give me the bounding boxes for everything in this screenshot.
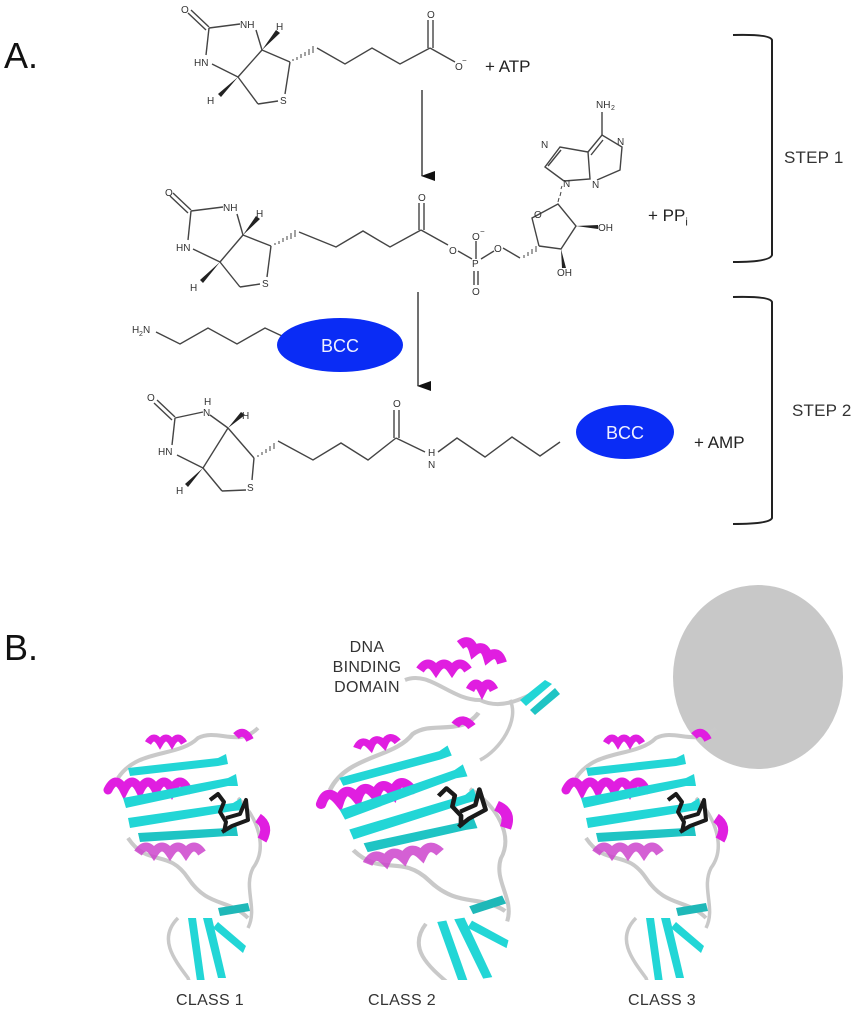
plus-ppi-label: + PPi	[648, 206, 688, 229]
atom-nh: NH	[240, 20, 254, 31]
step1-label: STEP 1	[784, 148, 844, 167]
svg-text:O: O	[472, 287, 480, 298]
svg-text:N: N	[203, 408, 210, 419]
class3-label: CLASS 3	[628, 992, 696, 1009]
atom-s: S	[280, 96, 287, 107]
svg-text:O: O	[534, 210, 542, 221]
svg-text:H: H	[204, 397, 211, 408]
svg-text:−: −	[462, 56, 467, 65]
atom-o-minus: O	[455, 62, 463, 73]
svg-text:2: 2	[611, 105, 615, 112]
c-terminal-domain-circle	[673, 585, 843, 769]
svg-text:NH: NH	[596, 100, 610, 111]
atom-h: H	[207, 96, 214, 107]
svg-text:H: H	[256, 209, 263, 220]
bcc-label: BCC	[606, 423, 644, 443]
svg-text:O: O	[449, 246, 457, 257]
class1-label: CLASS 1	[176, 992, 244, 1009]
svg-text:O: O	[393, 399, 401, 410]
class1-structure	[108, 728, 265, 980]
bcc-label: BCC	[321, 336, 359, 356]
biotinyl-amp-intermediate: O NH HN H H S O O P O − O O O OH OH N N …	[165, 100, 624, 298]
reaction-scheme: O NH HN H H S O O −	[132, 5, 773, 525]
step2-bracket	[732, 295, 773, 525]
svg-text:OH: OH	[598, 223, 613, 234]
svg-text:N: N	[592, 180, 599, 191]
svg-text:N: N	[617, 137, 624, 148]
svg-text:H: H	[132, 325, 139, 336]
svg-text:OH: OH	[557, 268, 572, 279]
svg-text:−: −	[480, 227, 485, 236]
dna-binding-domain-label: DNA BINDING DOMAIN	[332, 639, 402, 696]
svg-text:NH: NH	[223, 203, 237, 214]
atom-o: O	[427, 10, 435, 21]
svg-text:N: N	[428, 460, 435, 471]
svg-text:O: O	[147, 393, 155, 404]
svg-text:N: N	[563, 179, 570, 190]
bcc-protein-ellipse	[277, 318, 403, 372]
svg-text:O: O	[472, 232, 480, 243]
biotinylated-bcc-product: BCC O N H HN H H S O H N	[147, 393, 674, 497]
atom-hn: HN	[194, 58, 208, 69]
svg-text:H: H	[242, 411, 249, 422]
svg-text:HN: HN	[176, 243, 190, 254]
svg-text:O: O	[165, 188, 173, 199]
step2-label: STEP 2	[792, 401, 852, 420]
svg-text:N: N	[143, 325, 150, 336]
svg-text:H: H	[428, 448, 435, 459]
panel-a-label: A.	[4, 35, 39, 76]
bcc-protein-ellipse	[576, 405, 674, 459]
biotin-reactant: O NH HN H H S O O −	[181, 5, 467, 107]
class2-structure	[309, 637, 560, 980]
svg-text:S: S	[247, 483, 254, 494]
svg-text:2: 2	[139, 331, 143, 338]
svg-text:O: O	[494, 244, 502, 255]
svg-text:P: P	[472, 259, 479, 270]
svg-text:O: O	[418, 193, 426, 204]
step1-bracket	[732, 33, 773, 263]
plus-amp-label: + AMP	[694, 433, 745, 452]
panel-b-label: B.	[4, 627, 39, 668]
svg-text:HN: HN	[158, 447, 172, 458]
class2-label: CLASS 2	[368, 992, 436, 1009]
svg-text:H: H	[176, 486, 183, 497]
plus-atp-label: + ATP	[485, 57, 531, 76]
svg-text:N: N	[541, 140, 548, 151]
svg-text:H: H	[190, 283, 197, 294]
bcc-lysine-substrate: H 2 N BCC	[132, 318, 403, 372]
class3-structure	[566, 728, 723, 980]
svg-text:S: S	[262, 279, 269, 290]
protein-structures	[0, 585, 843, 980]
atom-h: H	[276, 22, 283, 33]
atom-o: O	[181, 5, 189, 16]
